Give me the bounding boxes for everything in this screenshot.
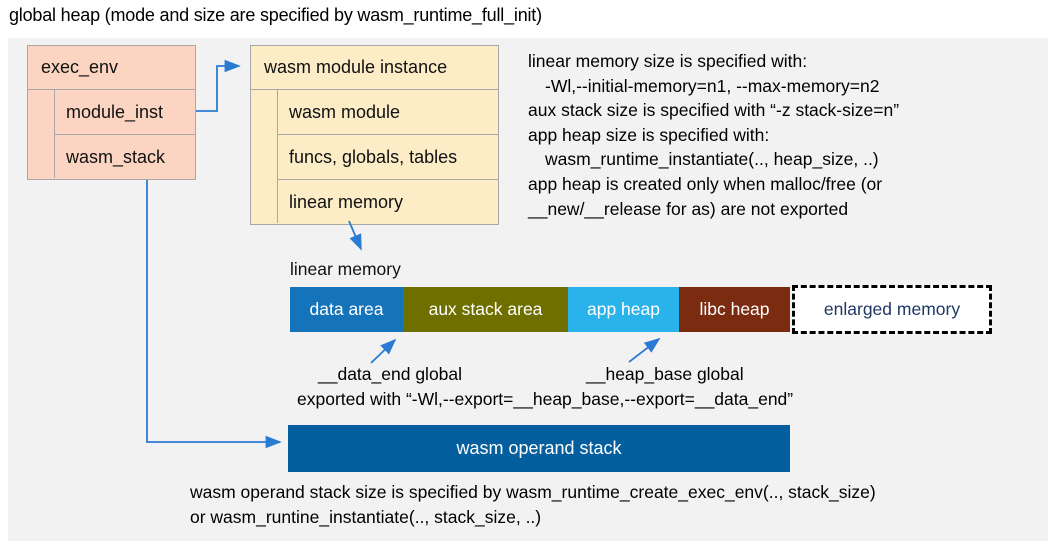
operand-stack-notes: wasm operand stack size is specified by … bbox=[190, 480, 876, 530]
note-line: -Wl,--initial-memory=n1, --max-memory=n2 bbox=[545, 75, 880, 96]
exec-env-header: exec_env bbox=[28, 46, 195, 90]
note-line: app heap size is specified with: bbox=[528, 124, 770, 145]
notes-block: linear memory size is specified with: -W… bbox=[528, 49, 1048, 221]
linear-memory-bar: data area aux stack area app heap libc h… bbox=[290, 287, 790, 332]
note-line: linear memory size is specified with: bbox=[528, 51, 808, 71]
module-instance-box: wasm module instance wasm module funcs, … bbox=[250, 45, 499, 225]
page-title: global heap (mode and size are specified… bbox=[9, 5, 542, 25]
exec-env-row-module-inst: module_inst bbox=[55, 90, 195, 135]
exec-env-row-wasm-stack: wasm_stack bbox=[66, 147, 166, 167]
wasm-operand-stack-bar: wasm operand stack bbox=[288, 425, 790, 472]
segment-app-heap: app heap bbox=[568, 287, 679, 332]
segment-enlarged-memory: enlarged memory bbox=[792, 285, 992, 334]
module-instance-header: wasm module instance bbox=[251, 46, 498, 90]
module-instance-row-wasm-module: wasm module bbox=[278, 90, 498, 135]
module-instance-row-linear-memory: linear memory bbox=[289, 192, 404, 212]
operand-stack-note-line: wasm operand stack size is specified by … bbox=[190, 482, 876, 502]
note-line: wasm_runtime_instantiate(.., heap_size, … bbox=[545, 149, 879, 170]
segment-libc-heap: libc heap bbox=[679, 287, 790, 332]
note-line: aux stack size is specified with “-z sta… bbox=[528, 100, 900, 121]
linear-memory-label: linear memory bbox=[290, 259, 401, 279]
segment-aux-stack-area: aux stack area bbox=[403, 287, 568, 332]
note-line: app heap is created only when malloc/fre… bbox=[528, 173, 883, 194]
module-instance-row-funcs-globals-tables: funcs, globals, tables bbox=[278, 135, 498, 180]
note-line: __new/__release for as) are not exported bbox=[528, 198, 849, 219]
operand-stack-note-line: or wasm_runtine_instantiate(.., stack_si… bbox=[190, 507, 542, 527]
export-note: exported with “-Wl,--export=__heap_base,… bbox=[297, 389, 794, 409]
data-end-global-label: __data_end global bbox=[318, 364, 463, 384]
exec-env-rows: module_inst wasm_stack bbox=[54, 90, 195, 178]
heap-base-global-label: __heap_base global bbox=[586, 364, 744, 384]
exec-env-box: exec_env module_inst wasm_stack bbox=[27, 45, 196, 180]
module-instance-rows: wasm module funcs, globals, tables linea… bbox=[277, 90, 498, 223]
segment-data-area: data area bbox=[290, 287, 403, 332]
